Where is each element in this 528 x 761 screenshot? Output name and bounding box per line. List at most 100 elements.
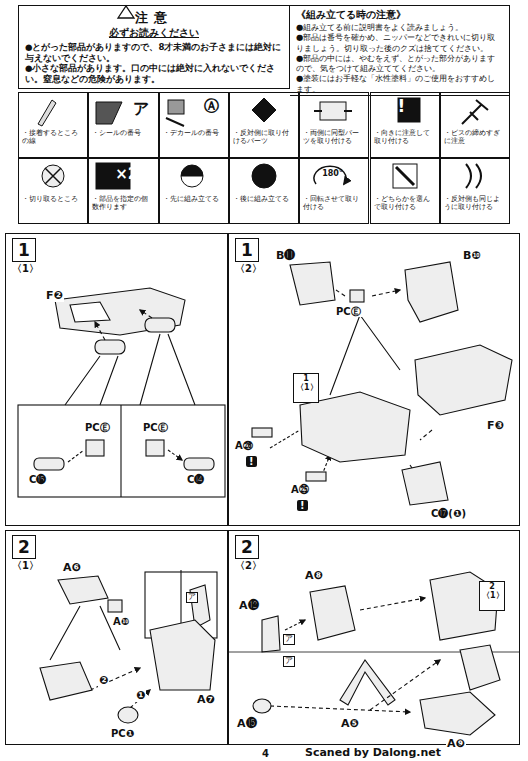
substep-number: 〈1〉 — [296, 384, 316, 393]
part-number: A⓯ — [236, 718, 258, 730]
part-number: C⓱(❶) — [430, 508, 467, 519]
part-a25 — [306, 472, 326, 481]
part-number: PC❶ — [110, 728, 135, 739]
part-number: B⓫ — [275, 250, 296, 262]
part-a9 — [420, 692, 495, 735]
part-number: A❺ — [340, 718, 360, 730]
symbol-key: ×2 ・部品を指定の個数作ります — [88, 158, 158, 224]
part-number: F❷ — [45, 290, 64, 302]
substep-number: 〈2〉 — [235, 262, 262, 276]
part-c17 — [402, 462, 448, 505]
symbol-key: ・反対側も同じように取り付ける — [440, 158, 510, 224]
head-assembly — [460, 645, 500, 690]
symbol-mark: Ⓐ — [204, 99, 219, 114]
part-number: A❼ — [196, 694, 216, 706]
symbol-caption: ・デカールの番号 — [163, 130, 225, 138]
symbol-caption: ・接着するところの線 — [22, 130, 84, 146]
symbol-key: ・接着するところの線 — [18, 92, 88, 158]
substep-number: 〈2〉 — [235, 559, 262, 573]
step-panel: 1〈2〉1〈1〉 — [228, 233, 520, 526]
note-text: ●部品の中には、やむをえず、とがった部分がありますので、気をつけて組み立ててくだ… — [296, 53, 503, 74]
part-f3 — [415, 345, 512, 415]
heading: 《組み立てる時の注意》 — [296, 9, 503, 21]
symbol-key: ! ・向きに注意して取り付ける — [370, 92, 440, 158]
note-text: ●とがった部品がありますので、8才未満のお子さまには絶対に与えないでください。 — [25, 42, 283, 63]
watermark: Scaned by Dalong.net — [304, 747, 442, 759]
part-number: PCⒺ — [335, 306, 362, 317]
later-icon — [252, 164, 276, 188]
step-number: 1 — [296, 375, 316, 384]
rotate-icon — [314, 166, 346, 184]
detail-box — [18, 405, 225, 497]
symbol-mark: ア — [133, 101, 149, 117]
joint-part — [145, 318, 175, 332]
sticker-number: ア — [283, 634, 295, 645]
part-number: C⓮ — [186, 474, 205, 485]
part-number: PCⒺ — [84, 422, 111, 433]
step-number: 2 — [235, 535, 259, 559]
lower-assembly — [40, 662, 92, 700]
first-icon — [181, 165, 203, 176]
step-reference: 1〈1〉 — [293, 373, 319, 403]
part-a26 — [252, 428, 272, 437]
part-a6 — [58, 576, 108, 604]
part-b10 — [405, 262, 458, 322]
symbol-mark: 180° — [322, 170, 343, 178]
part-a10 — [108, 600, 122, 612]
part-number: A⓬ — [238, 600, 260, 612]
step-panel: 2〈2〉 2〈1〉 — [228, 530, 520, 745]
substep-number: 〈1〉 — [12, 262, 39, 276]
both-sides-icon — [320, 102, 346, 120]
decal-icon — [168, 100, 184, 114]
warning-triangle — [118, 6, 134, 18]
screw-icon — [462, 100, 488, 124]
joint-part — [95, 340, 125, 354]
note-text: ●組み立てる前に説明書をよく読みましょう。 — [296, 22, 503, 32]
part-number: PCⒺ — [142, 422, 169, 433]
step-panel: 2〈1〉 — [5, 530, 228, 745]
part-a15 — [253, 699, 271, 713]
symbol-caption: ・向きに注意して取り付ける — [374, 130, 436, 146]
symbol-key: ア・シールの番号 — [88, 92, 158, 158]
symbol-key: ・切り取るところ — [18, 158, 88, 224]
step-reference: 2〈1〉 — [479, 581, 505, 611]
symbol-caption: ・先に組み立てる — [163, 196, 225, 204]
symbol-caption: ・反対側も同じように取り付ける — [444, 196, 506, 212]
cut-icon — [42, 165, 64, 187]
part-number: A㉕ — [290, 484, 310, 495]
symbol-caption: ・両側に同型パーツを取り付ける — [303, 130, 365, 146]
symbol-key: Ⓐ ・デカールの番号 — [159, 92, 229, 158]
symbol-mark: ! — [398, 98, 406, 115]
symbol-key: ・反対側に取り付けるパーツ — [229, 92, 299, 158]
symbol-caption: ・切り取るところ — [22, 196, 84, 204]
symbol-key: ・両側に同型パーツを取り付ける — [299, 92, 369, 158]
part-number: B❿ — [462, 250, 482, 262]
note-text: ●塗装にはお手軽な「水性塗料」のご使用をおすすめします。 — [296, 73, 503, 94]
symbol-mark: ×2 — [115, 167, 138, 182]
substep-number: 〈1〉 — [482, 592, 502, 601]
choose-icon — [393, 164, 417, 188]
substep-number: 〈1〉 — [12, 559, 39, 573]
symbol-caption: ・反対側に取り付けるパーツ — [233, 130, 295, 146]
symbol-caption: ・部品を指定の個数作ります — [92, 196, 154, 212]
symbol-caption: ・回転させて取り付ける — [303, 196, 365, 212]
same-side-icon — [466, 164, 481, 188]
part-number: A❿ — [112, 616, 130, 627]
part-a8 — [310, 586, 355, 640]
symbol-key: 180° ・回転させて取り付ける — [299, 158, 369, 224]
symbol-key: ・どちらかを選んで取り付ける — [370, 158, 440, 224]
pencil-icon — [38, 100, 56, 126]
part-f2 — [55, 288, 185, 335]
symbol-key: ・ビスの締めすぎに注意 — [440, 92, 510, 158]
part-number: ❶ — [135, 690, 146, 702]
step-number: 1 — [235, 238, 259, 262]
notes-box: 《組み立てる時の注意》●組み立てる前に説明書をよく読みましょう。●部品は番号を確… — [290, 5, 510, 96]
symbol-caption: ・後に組み立てる — [233, 196, 295, 204]
step-number: 2 — [12, 535, 36, 559]
sticker-icon — [96, 102, 122, 124]
part-number: C⓯ — [28, 474, 47, 485]
note-text: ●小さな部品があります。口の中には絶対に入れないでください。窒息などの危険があり… — [25, 63, 283, 84]
symbol-key: ・後に組み立てる — [229, 158, 299, 224]
note-text: ●部品は番号を確かめ、ニッパーなどできれいに切り取りましょう。切り取った後のクズ… — [296, 32, 503, 53]
